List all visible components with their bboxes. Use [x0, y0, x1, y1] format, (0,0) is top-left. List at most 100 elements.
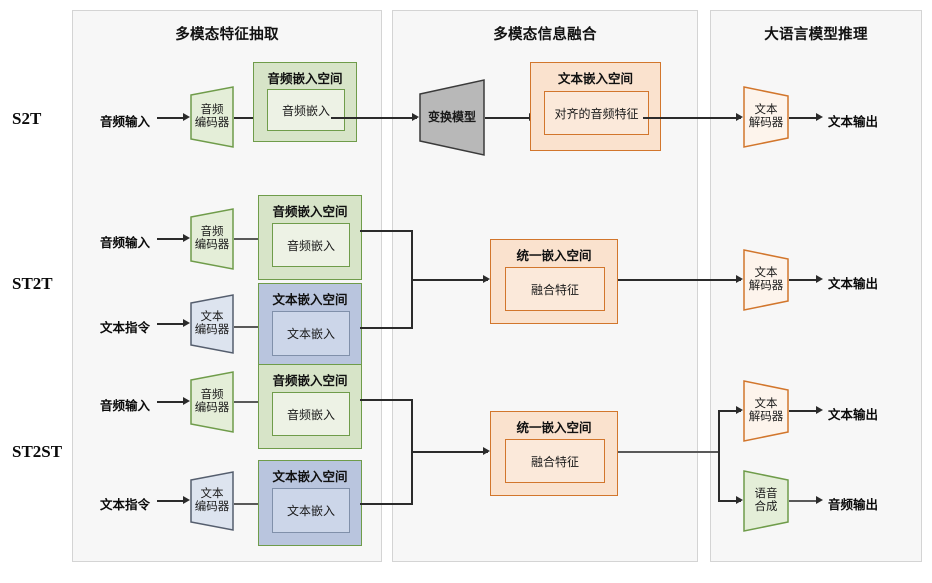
audio-embed-space-s2t: 音频嵌入空间 音频嵌入 [253, 62, 357, 142]
line-decoder-to-output-st2t [789, 279, 819, 281]
split-vertical-st2st [718, 410, 720, 501]
label-text-instruction-st2st: 文本指令 [100, 498, 151, 512]
line-textinput-to-encoder-st2st [157, 500, 185, 502]
arrow-space-to-transform-s2t [412, 113, 419, 121]
text-embed-space-st2st: 文本嵌入空间 文本嵌入 [258, 460, 362, 546]
line-audioinput-to-encoder-st2t [157, 238, 185, 240]
audio-encoder-label-s2t: 音频 编码器 [194, 104, 230, 129]
text-embed-space-s2t: 文本嵌入空间 对齐的音频特征 [530, 62, 661, 151]
line-unified-to-split-st2st [618, 451, 719, 453]
speech-synthesis-label-st2st: 语音 合成 [754, 488, 778, 513]
line-textspace-to-bus-st2st [360, 503, 413, 505]
line-encoder-to-space-s2t [234, 117, 270, 119]
text-embed-space-title-st2st: 文本嵌入空间 [272, 470, 348, 484]
aligned-audio-feature-box-s2t: 对齐的音频特征 [544, 91, 649, 135]
line-encoder-to-space-st2t [234, 238, 260, 240]
line-speechsynth-to-output-st2st [789, 500, 819, 502]
audio-encoder-label-st2t: 音频 编码器 [194, 226, 230, 251]
audio-encoder-label-st2st: 音频 编码器 [194, 389, 230, 414]
line-textspace-to-decoder-s2t [643, 117, 741, 119]
audio-embed-box-st2t: 音频嵌入 [272, 223, 350, 267]
audio-embed-box-st2st: 音频嵌入 [272, 392, 350, 436]
speech-synthesis-shape-st2st [743, 470, 789, 532]
text-encoder-label-st2st: 文本 编码器 [194, 488, 230, 513]
transform-model-shape-s2t [419, 79, 485, 156]
speech-synthesis-st2st: 语音 合成 [743, 470, 789, 532]
audio-embed-space-st2st: 音频嵌入空间 音频嵌入 [258, 364, 362, 449]
line-bus-to-unified-st2t [411, 279, 488, 281]
text-embed-box-st2t: 文本嵌入 [272, 311, 350, 356]
text-encoder-st2t: 文本 编码器 [190, 294, 234, 354]
line-unified-to-decoder-st2t [618, 279, 741, 281]
text-encoder-shape-st2t [190, 294, 234, 354]
panel-title-feature-extraction: 多模态特征抽取 [175, 27, 279, 43]
label-text-output-st2st: 文本输出 [828, 408, 879, 422]
text-encoder-st2st: 文本 编码器 [190, 471, 234, 531]
fused-feature-box-st2t: 融合特征 [505, 267, 605, 311]
text-decoder-shape-st2st [743, 380, 789, 442]
transform-model-label-s2t: 变换模型 [427, 109, 476, 124]
text-embed-space-title-s2t: 文本嵌入空间 [557, 72, 633, 86]
row-label-s2t: S2T [12, 109, 42, 128]
text-decoder-st2st: 文本 解码器 [743, 380, 789, 442]
line-transform-to-textspace-s2t [485, 117, 533, 119]
arrow-split-to-speechsynth-st2st [736, 496, 743, 504]
line-split-to-textdecoder-st2st [718, 410, 741, 412]
text-decoder-label-st2t: 文本 解码器 [748, 267, 784, 292]
text-encoder-label-st2t: 文本 编码器 [194, 311, 230, 336]
arrow-audioinput-to-encoder-st2st [183, 397, 190, 405]
text-decoder-label-s2t: 文本 解码器 [748, 104, 784, 129]
panel-title-llm-inference: 大语言模型推理 [764, 27, 868, 43]
arrow-unified-to-decoder-st2t [736, 275, 743, 283]
line-audiospace-to-bus-st2st [360, 399, 413, 401]
arrow-audioinput-to-encoder-st2t [183, 234, 190, 242]
audio-embed-space-title-s2t: 音频嵌入空间 [267, 72, 343, 86]
line-textspace-to-bus-st2t [360, 327, 413, 329]
transform-model-s2t: 变换模型 [419, 79, 485, 156]
label-audio-input-s2t: 音频输入 [100, 115, 151, 129]
text-decoder-s2t: 文本 解码器 [743, 86, 789, 148]
arrow-bus-to-unified-st2st [483, 447, 490, 455]
arrow-speechsynth-to-output-st2st [816, 496, 823, 504]
line-audiospace-to-bus-st2t [360, 230, 413, 232]
audio-embed-box-s2t: 音频嵌入 [267, 89, 345, 131]
line-decoder-to-output-s2t [789, 117, 819, 119]
audio-encoder-shape-st2t [190, 208, 234, 270]
fused-feature-box-st2st: 融合特征 [505, 439, 605, 483]
arrow-decoder-to-output-st2t [816, 275, 823, 283]
audio-encoder-st2t: 音频 编码器 [190, 208, 234, 270]
label-text-instruction-st2t: 文本指令 [100, 321, 151, 335]
panel-llm-inference: 大语言模型推理 [710, 10, 922, 562]
arrow-bus-to-unified-st2t [483, 275, 490, 283]
line-audioinput-to-encoder-s2t [157, 117, 185, 119]
unified-space-title-st2st: 统一嵌入空间 [516, 421, 592, 435]
line-space-to-transform-s2t [331, 117, 417, 119]
line-split-to-speechsynth-st2st [718, 500, 741, 502]
label-text-output-s2t: 文本输出 [828, 115, 879, 129]
text-embed-space-title-st2t: 文本嵌入空间 [272, 293, 348, 307]
row-label-st2st: ST2ST [12, 442, 63, 461]
line-encoder-to-space-st2st [234, 401, 260, 403]
audio-embed-space-title-st2t: 音频嵌入空间 [272, 205, 348, 219]
arrow-textspace-to-decoder-s2t [736, 113, 743, 121]
text-encoder-shape-st2st [190, 471, 234, 531]
text-decoder-shape-s2t [743, 86, 789, 148]
audio-embed-space-title-st2st: 音频嵌入空间 [272, 374, 348, 388]
label-audio-input-st2t: 音频输入 [100, 236, 151, 250]
line-textencoder-to-space-st2t [234, 326, 260, 328]
arrow-decoder-to-output-s2t [816, 113, 823, 121]
line-textdecoder-to-output-st2st [789, 410, 819, 412]
line-textencoder-to-space-st2st [234, 503, 260, 505]
text-embed-space-st2t: 文本嵌入空间 文本嵌入 [258, 283, 362, 369]
line-textinput-to-encoder-st2t [157, 323, 185, 325]
line-bus-to-unified-st2st [411, 451, 488, 453]
unified-space-st2t: 统一嵌入空间 融合特征 [490, 239, 618, 324]
audio-encoder-shape-st2st [190, 371, 234, 433]
arrow-audioinput-to-encoder-s2t [183, 113, 190, 121]
arrow-textinput-to-encoder-st2t [183, 319, 190, 327]
text-embed-box-st2st: 文本嵌入 [272, 488, 350, 533]
arrow-textdecoder-to-output-st2st [816, 406, 823, 414]
audio-embed-space-st2t: 音频嵌入空间 音频嵌入 [258, 195, 362, 280]
label-audio-input-st2st: 音频输入 [100, 399, 151, 413]
audio-encoder-st2st: 音频 编码器 [190, 371, 234, 433]
